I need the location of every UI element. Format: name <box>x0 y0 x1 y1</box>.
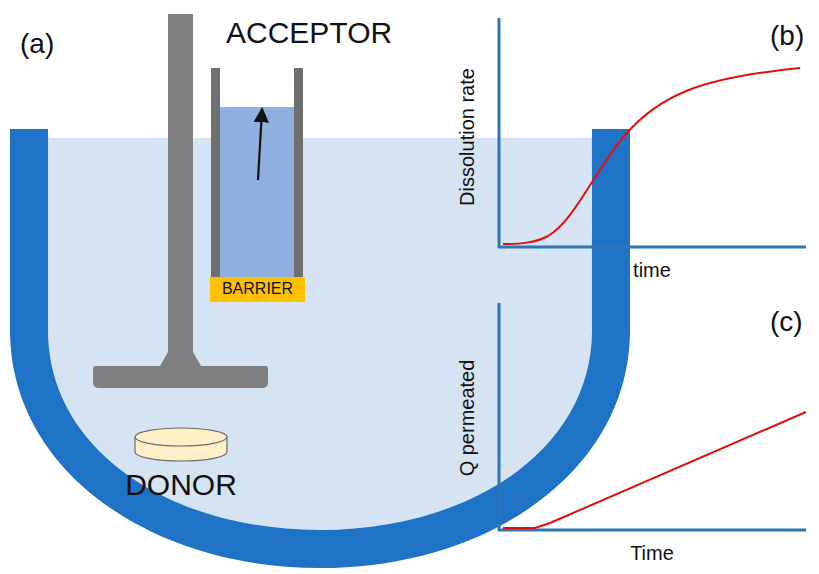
donor-tablet <box>135 428 227 461</box>
donor-label: DONOR <box>116 468 246 508</box>
node-text: ACCEPTOR <box>226 16 396 51</box>
permeation-chart <box>498 303 806 531</box>
paddle-shaft <box>168 14 193 374</box>
acceptor-wall <box>211 68 220 277</box>
acceptor-wall <box>294 68 303 277</box>
panel-letter: (c) <box>770 306 803 338</box>
node-text: BARRIER <box>214 279 301 300</box>
panel-letter: (a) <box>20 28 54 60</box>
axis-title: time <box>633 259 671 282</box>
acceptor-medium <box>220 107 294 277</box>
paddle-blade <box>93 366 268 388</box>
node-text: DONOR <box>120 468 242 503</box>
acceptor-compartment: ACCEPTOR BARRIER <box>200 14 422 304</box>
permeation-arrow <box>258 110 262 180</box>
dissolution-chart <box>498 18 806 248</box>
barrier-membrane: BARRIER <box>210 277 305 302</box>
dissolution-medium <box>48 138 592 530</box>
axis-title: Time <box>630 542 674 565</box>
paddle-hub <box>160 352 201 366</box>
vessel-wall <box>10 129 630 568</box>
axis-title: Q permeated <box>456 360 479 477</box>
axis-title: Dissolution rate <box>456 68 479 206</box>
panel-letter: (b) <box>770 20 804 52</box>
